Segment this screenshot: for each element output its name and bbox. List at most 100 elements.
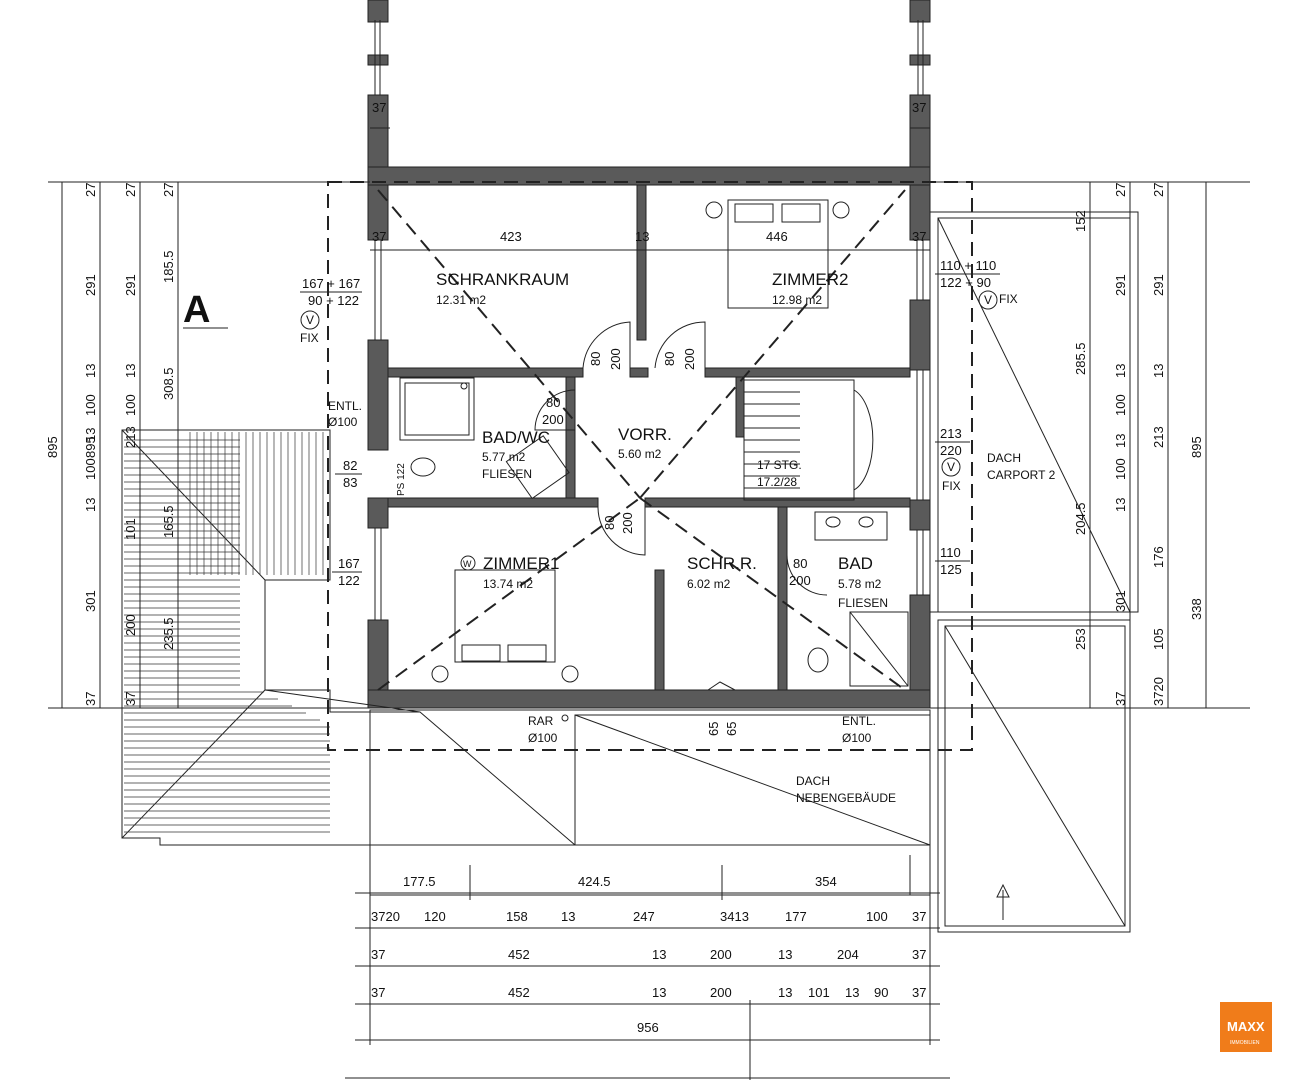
ldim-c3-7: 37 <box>123 692 138 706</box>
bdim-r2-2: 158 <box>506 909 528 924</box>
rdim-c2-4: 13 <box>1113 434 1128 448</box>
bdim-r1-2: 354 <box>815 874 837 889</box>
rdim-c3-3: 213 <box>1151 426 1166 448</box>
bdim-r2-3: 13 <box>561 909 575 924</box>
room-schrr-name: SCHR.R. <box>687 554 757 573</box>
rdim-c1-2: 204.5 <box>1073 502 1088 535</box>
ldim-c3-6: 200 <box>123 614 138 636</box>
rar-label: RAR <box>528 714 554 728</box>
door5-w: 80 <box>793 556 807 571</box>
door6-h: 65 <box>724 722 739 736</box>
bdim-r5-0: 956 <box>637 1020 659 1035</box>
ldim-c2-3: 100 <box>83 394 98 416</box>
bdim-r2-6: 177 <box>785 909 807 924</box>
fix-right: FIX <box>999 292 1018 306</box>
room-badwc-name: BAD/WC <box>482 428 550 447</box>
rdim-c4-0: 895 <box>1189 436 1204 458</box>
door2-w: 80 <box>662 352 677 366</box>
door3-h: 200 <box>542 412 564 427</box>
w-marker: W <box>463 559 472 569</box>
rdim-c3-1: 291 <box>1151 274 1166 296</box>
room-zimmer2-name: ZIMMER2 <box>772 270 849 289</box>
section-marker: A <box>183 289 210 331</box>
v-mid: V <box>947 460 955 474</box>
bdim-r4-7: 90 <box>874 985 888 1000</box>
rdim-c2-6: 13 <box>1113 498 1128 512</box>
entl-left: ENTL. <box>328 399 362 413</box>
door6-w: 65 <box>706 722 721 736</box>
room-badwc-area: 5.77 m2 <box>482 450 526 464</box>
win-left-mid-a: 82 <box>343 458 357 473</box>
rdim-c1-1: 285.5 <box>1073 342 1088 375</box>
door5-h: 200 <box>789 573 811 588</box>
room-vorr-name: VORR. <box>618 425 672 444</box>
bdim-r4-5: 101 <box>808 985 830 1000</box>
ldim-c2-2: 13 <box>83 364 98 378</box>
ldim-c3-3: 100 <box>123 394 138 416</box>
bdim-r2-7: 100 <box>866 909 888 924</box>
rdim-c4-1: 338 <box>1189 598 1204 620</box>
bdim-r3-2: 13 <box>652 947 666 962</box>
room-zimmer1-name: ZIMMER1 <box>483 554 560 573</box>
ldim-c3-1: 291 <box>123 274 138 296</box>
bottom-dims-row2: 3720 120 158 13 247 3413 177 100 37 <box>371 909 926 924</box>
rdim-c2-3: 100 <box>1113 394 1128 416</box>
bdim-r3-3: 200 <box>710 947 732 962</box>
upper-walls <box>367 0 931 181</box>
carport-roof <box>929 211 1139 933</box>
bdim-r4-1: 452 <box>508 985 530 1000</box>
bdim-r3-5: 204 <box>837 947 859 962</box>
entl-bottom-dia: Ø100 <box>842 731 872 745</box>
bdim-r2-1: 120 <box>424 909 446 924</box>
room-badwc-finish: FLIESEN <box>482 467 532 481</box>
dach-carport: DACH <box>987 451 1021 465</box>
ldim-c3-2: 13 <box>123 364 138 378</box>
room-zimmer2-area: 12.98 m2 <box>772 293 822 307</box>
left-roof <box>121 429 577 846</box>
bdim-r2-0: 3720 <box>371 909 400 924</box>
brand-logo-text: MAXX <box>1227 1019 1265 1034</box>
entl-bottom: ENTL. <box>842 714 876 728</box>
brand-logo-sub: IMMOBILIEN <box>1230 1040 1260 1046</box>
win-left-top-b: 90 + 122 <box>308 293 359 308</box>
rdim-c1: 152 285.5 204.5 253 <box>1073 210 1088 650</box>
fixtures <box>399 199 909 722</box>
rar-dia: Ø100 <box>528 731 558 745</box>
rdim-c3-5: 105 <box>1151 628 1166 650</box>
main-walls <box>367 166 931 709</box>
bdim-r2-5: 3413 <box>720 909 749 924</box>
bdim-r2-8: 37 <box>912 909 926 924</box>
ldim-c1-0: 895 <box>45 436 60 458</box>
fix-left: FIX <box>300 331 319 345</box>
door3-w: 80 <box>546 395 560 410</box>
win-left-mid-b: 83 <box>343 475 357 490</box>
rdim-c3-6: 3720 <box>1151 677 1166 706</box>
inner-446: 446 <box>766 229 788 244</box>
entl-left-dia: Ø100 <box>328 415 358 429</box>
ldim-c2-8: 37 <box>83 692 98 706</box>
ldim-c2-6: 13 <box>83 498 98 512</box>
bdim-r3-4: 13 <box>778 947 792 962</box>
room-bad-name: BAD <box>838 554 873 573</box>
ldim-c2-0: 27 <box>83 183 98 197</box>
stairs-ratio: 17.2/28 <box>757 475 797 489</box>
fix-mid: FIX <box>942 479 961 493</box>
room-vorr-area: 5.60 m2 <box>618 447 662 461</box>
door1-w: 80 <box>588 352 603 366</box>
rdim-c2-7: 301 <box>1113 590 1128 612</box>
ldim-c4-1: 185.5 <box>161 250 176 283</box>
dach-neben-2: NEBENGEBÄUDE <box>796 791 896 805</box>
rdim-c1-3: 253 <box>1073 628 1088 650</box>
rdim-c3-2: 13 <box>1151 364 1166 378</box>
win-right-top-b: 122 + 90 <box>940 275 991 290</box>
rdim-c2-2: 13 <box>1113 364 1128 378</box>
inner-37b: 37 <box>912 229 926 244</box>
top-37r: 37 <box>912 100 926 115</box>
bdim-r3-1: 452 <box>508 947 530 962</box>
bottom-dims-row1: 177.5 424.5 354 <box>403 874 837 889</box>
rdim-c1-0: 152 <box>1073 210 1088 232</box>
room-bad-area: 5.78 m2 <box>838 577 882 591</box>
ldim-c4-3: 165.5 <box>161 505 176 538</box>
